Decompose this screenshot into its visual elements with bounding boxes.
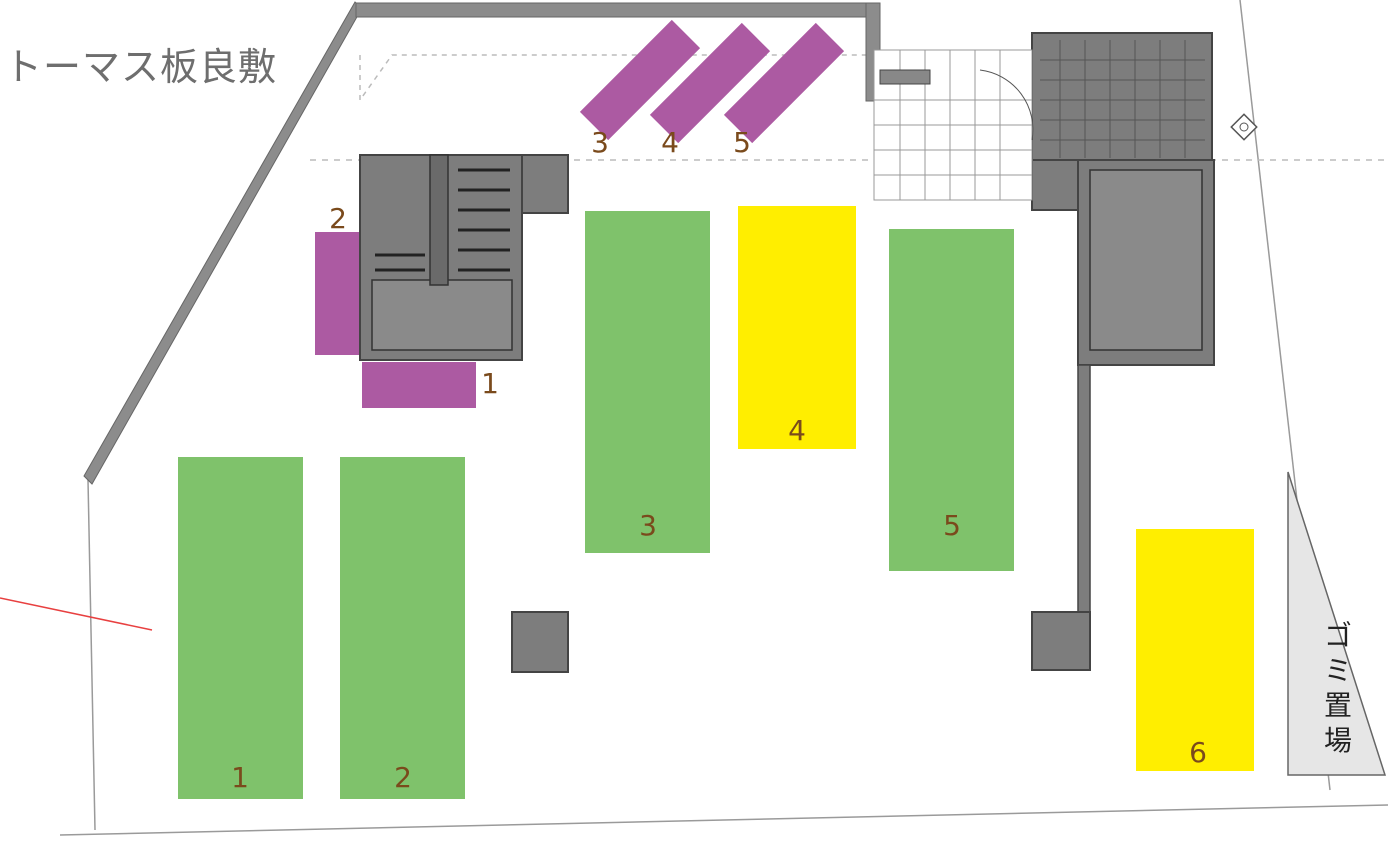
bike-space-label: 5 — [733, 126, 751, 159]
pillar — [511, 611, 569, 673]
garbage-char: ミ — [1323, 654, 1352, 687]
garbage-area-label: ゴ ミ 置 場 — [1318, 618, 1358, 758]
bike-space-5 — [723, 22, 845, 144]
bike-space-1 — [362, 362, 476, 408]
entrance-tile-area — [873, 49, 1034, 201]
red-survey-line — [0, 597, 153, 631]
bike-space-4 — [649, 22, 771, 144]
car-space-label: 3 — [639, 509, 657, 542]
property-boundary — [59, 0, 1388, 836]
bike-space-label: 2 — [329, 202, 347, 235]
garbage-char: ゴ — [1323, 619, 1352, 652]
bike-space-3 — [579, 19, 701, 141]
bike-space-2 — [315, 232, 359, 355]
garbage-area — [1287, 471, 1387, 776]
bike-space-label: 4 — [661, 126, 679, 159]
car-space-1 — [178, 457, 303, 799]
car-space-5 — [889, 229, 1014, 571]
site-title: トーマス板良敷 — [4, 45, 278, 89]
bike-space-label: 1 — [481, 367, 499, 400]
bike-space-label: 3 — [591, 126, 609, 159]
garbage-char: 置 — [1323, 689, 1352, 722]
car-space-label: 1 — [231, 761, 249, 794]
car-space-label: 5 — [943, 509, 961, 542]
stair-building — [359, 154, 569, 361]
north-compass-icon — [1230, 113, 1258, 141]
car-space-4 — [738, 206, 856, 449]
car-spaces: 1 2 3 4 5 6 — [178, 206, 1254, 799]
garbage-char: 場 — [1323, 724, 1352, 757]
car-space-label: 6 — [1189, 736, 1207, 769]
car-space-label: 4 — [788, 414, 806, 447]
car-space-3 — [585, 211, 710, 553]
car-space-2 — [340, 457, 465, 799]
car-space-label: 2 — [394, 761, 412, 794]
bike-spaces: 1 2 3 4 5 — [315, 19, 845, 408]
right-building — [1031, 32, 1215, 671]
car-space-6 — [1136, 529, 1254, 771]
